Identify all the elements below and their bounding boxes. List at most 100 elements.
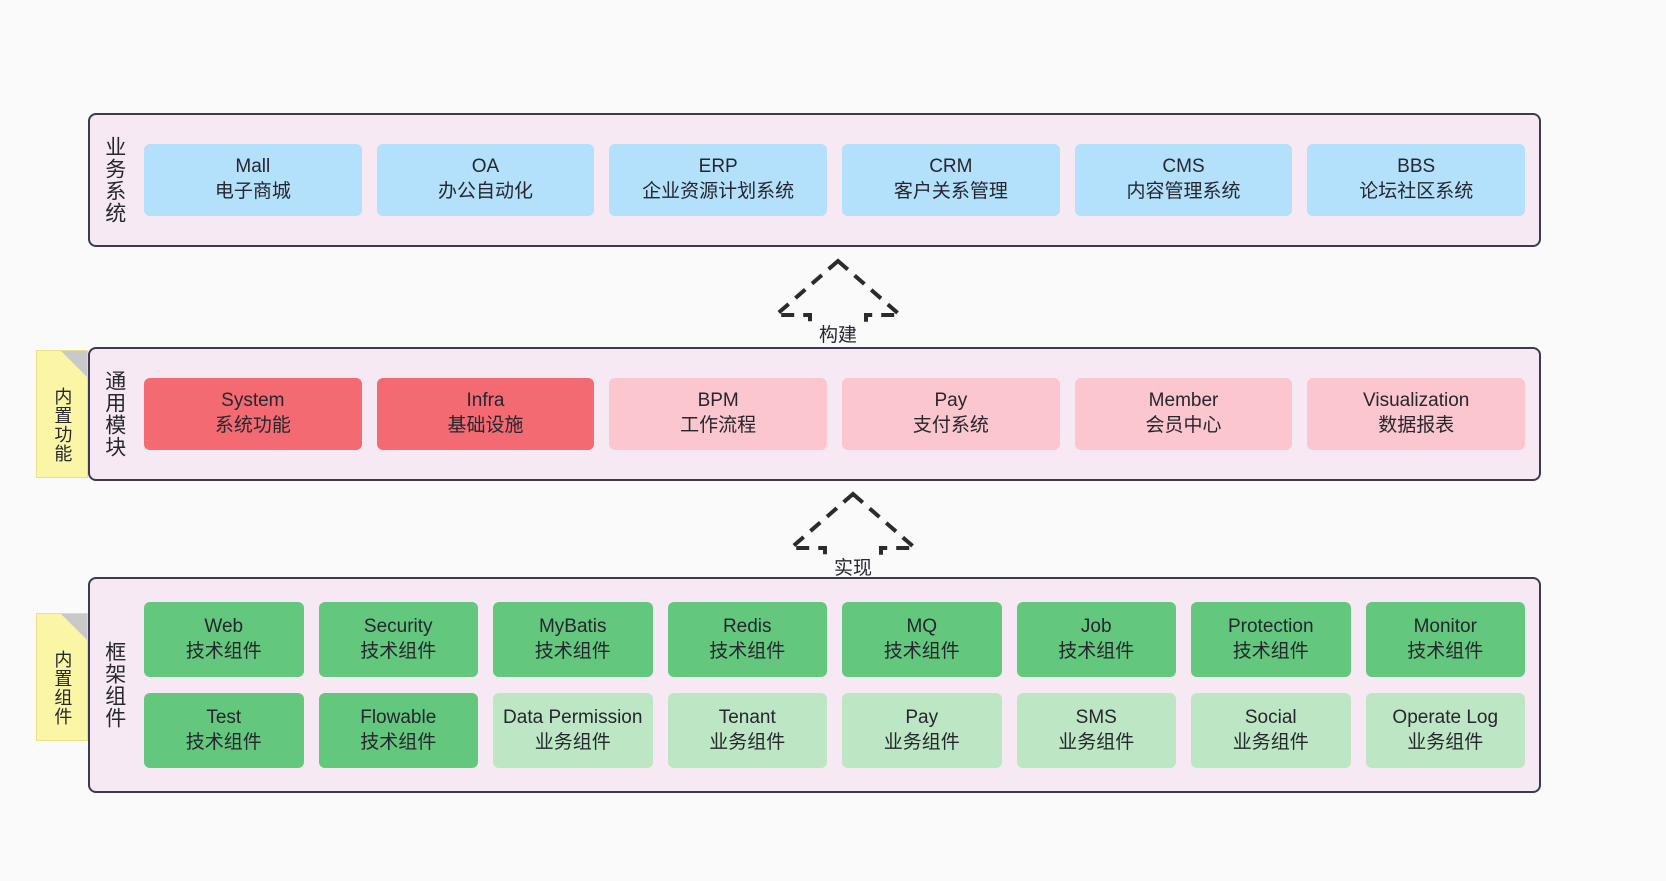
card-operate-log[interactable]: Operate Log 业务组件 [1365, 693, 1525, 768]
card-title-cn: 数据报表 [1378, 415, 1455, 436]
card-title-cn: 业务组件 [883, 731, 960, 753]
card-title-en: Pay [934, 390, 968, 412]
card-cms[interactable]: CMS 内容管理系统 [1074, 144, 1293, 216]
card-title-cn: 技术组件 [1232, 640, 1309, 662]
card-title-cn: 技术组件 [185, 640, 262, 662]
card-title-cn: 业务组件 [1232, 731, 1309, 753]
card-member[interactable]: Member 会员中心 [1074, 378, 1293, 450]
card-title-en: MyBatis [538, 615, 607, 637]
card-title-en: ERP [698, 156, 738, 178]
card-web[interactable]: Web 技术组件 [144, 602, 304, 677]
layer-business-title: 业务系统 [102, 136, 126, 224]
card-mq[interactable]: MQ 技术组件 [842, 602, 1002, 677]
card-oa[interactable]: OA 办公自动化 [376, 144, 595, 216]
card-title-en: Tenant [718, 706, 776, 728]
card-title-cn: 系统功能 [214, 415, 291, 436]
card-title-cn: 客户关系管理 [893, 181, 1008, 202]
card-data-permission[interactable]: Data Permission 业务组件 [493, 693, 653, 768]
card-title-cn: 电子商城 [214, 181, 291, 202]
card-title-en: Web [204, 615, 244, 637]
card-title-en: Flowable [360, 706, 437, 728]
card-title-en: CRM [929, 156, 973, 178]
card-title-cn: 业务组件 [1407, 731, 1484, 753]
card-test[interactable]: Test 技术组件 [144, 693, 304, 768]
card-title-en: Pay [905, 706, 939, 728]
card-title-cn: 基础设施 [447, 415, 524, 436]
card-title-cn: 业务组件 [1058, 731, 1135, 753]
card-title-cn: 技术组件 [360, 731, 437, 753]
card-pay[interactable]: Pay 业务组件 [842, 693, 1002, 768]
card-title-cn: 技术组件 [709, 640, 786, 662]
card-title-en: OA [471, 156, 500, 178]
card-visualization[interactable]: Visualization 数据报表 [1307, 378, 1526, 450]
card-title-en: Protection [1227, 615, 1314, 637]
card-title-en: MQ [906, 615, 938, 637]
card-title-cn: 企业资源计划系统 [642, 181, 795, 202]
card-title-cn: 业务组件 [534, 731, 611, 753]
card-security[interactable]: Security 技术组件 [318, 602, 478, 677]
card-mall[interactable]: Mall 电子商城 [144, 144, 362, 216]
arrow-build: 构建 [748, 253, 928, 353]
card-tenant[interactable]: Tenant 业务组件 [667, 693, 827, 768]
card-monitor[interactable]: Monitor 技术组件 [1365, 602, 1525, 677]
card-title-en: Job [1080, 615, 1112, 637]
card-sms[interactable]: SMS 业务组件 [1016, 693, 1176, 768]
sticky-note-builtin-component: 内置组件 [36, 613, 88, 741]
card-mybatis[interactable]: MyBatis 技术组件 [493, 602, 653, 677]
card-title-en: Redis [722, 615, 772, 637]
card-crm[interactable]: CRM 客户关系管理 [842, 144, 1060, 216]
layer-business-body: Mall 电子商城 OA 办公自动化 ERP 企业资源计划系统 CRM 客户关系管理 CMS 内容… [138, 115, 1539, 245]
card-infra[interactable]: Infra 基础设施 [376, 378, 595, 450]
card-title-cn: 技术组件 [883, 640, 960, 662]
card-title-en: Member [1148, 390, 1219, 412]
card-title-cn: 技术组件 [1407, 640, 1484, 662]
card-title-en: CMS [1162, 156, 1205, 178]
card-title-cn: 支付系统 [912, 415, 989, 436]
layer-business-systems: 业务系统 Mall 电子商城 OA 办公自动化 ERP 企业资源计划系统 CRM 客户关系管理… [88, 113, 1541, 247]
card-flowable[interactable]: Flowable 技术组件 [318, 693, 478, 768]
card-title-cn: 业务组件 [709, 731, 786, 753]
card-title-en: Social [1244, 706, 1297, 728]
card-social[interactable]: Social 业务组件 [1191, 693, 1351, 768]
card-title-cn: 内容管理系统 [1126, 181, 1241, 202]
card-title-cn: 技术组件 [1058, 640, 1135, 662]
card-title-en: Test [206, 706, 242, 728]
card-title-en: SMS [1075, 706, 1117, 728]
card-erp[interactable]: ERP 企业资源计划系统 [609, 144, 828, 216]
card-title-en: Visualization [1363, 390, 1470, 412]
card-redis[interactable]: Redis 技术组件 [667, 602, 827, 677]
card-title-en: Infra [466, 390, 505, 412]
card-title-cn: 工作流程 [680, 415, 757, 436]
card-title-en: BPM [697, 390, 739, 412]
card-title-cn: 技术组件 [185, 731, 262, 753]
card-pay[interactable]: Pay 支付系统 [842, 378, 1060, 450]
sticky-note-builtin-function: 内置功能 [36, 350, 88, 478]
layer-frame-title: 框架组件 [102, 641, 126, 729]
card-title-cn: 会员中心 [1145, 415, 1222, 436]
row-business-0: Mall 电子商城 OA 办公自动化 ERP 企业资源计划系统 CRM 客户关系管理 CMS 内容… [144, 144, 1526, 216]
card-title-cn: 技术组件 [360, 640, 437, 662]
card-title-en: BBS [1397, 156, 1436, 178]
card-protection[interactable]: Protection 技术组件 [1191, 602, 1351, 677]
card-title-en: Security [363, 615, 433, 637]
layer-common-title: 通用模块 [102, 370, 126, 458]
arrow-implement: 实现 [763, 486, 943, 586]
card-job[interactable]: Job 技术组件 [1016, 602, 1176, 677]
card-title-en: Monitor [1413, 615, 1477, 637]
card-title-cn: 技术组件 [534, 640, 611, 662]
card-bpm[interactable]: BPM 工作流程 [609, 378, 828, 450]
card-title-en: Operate Log [1392, 706, 1499, 728]
card-title-en: Data Permission [503, 706, 643, 728]
card-title-en: Mall [235, 156, 271, 178]
card-title-cn: 办公自动化 [438, 181, 534, 202]
